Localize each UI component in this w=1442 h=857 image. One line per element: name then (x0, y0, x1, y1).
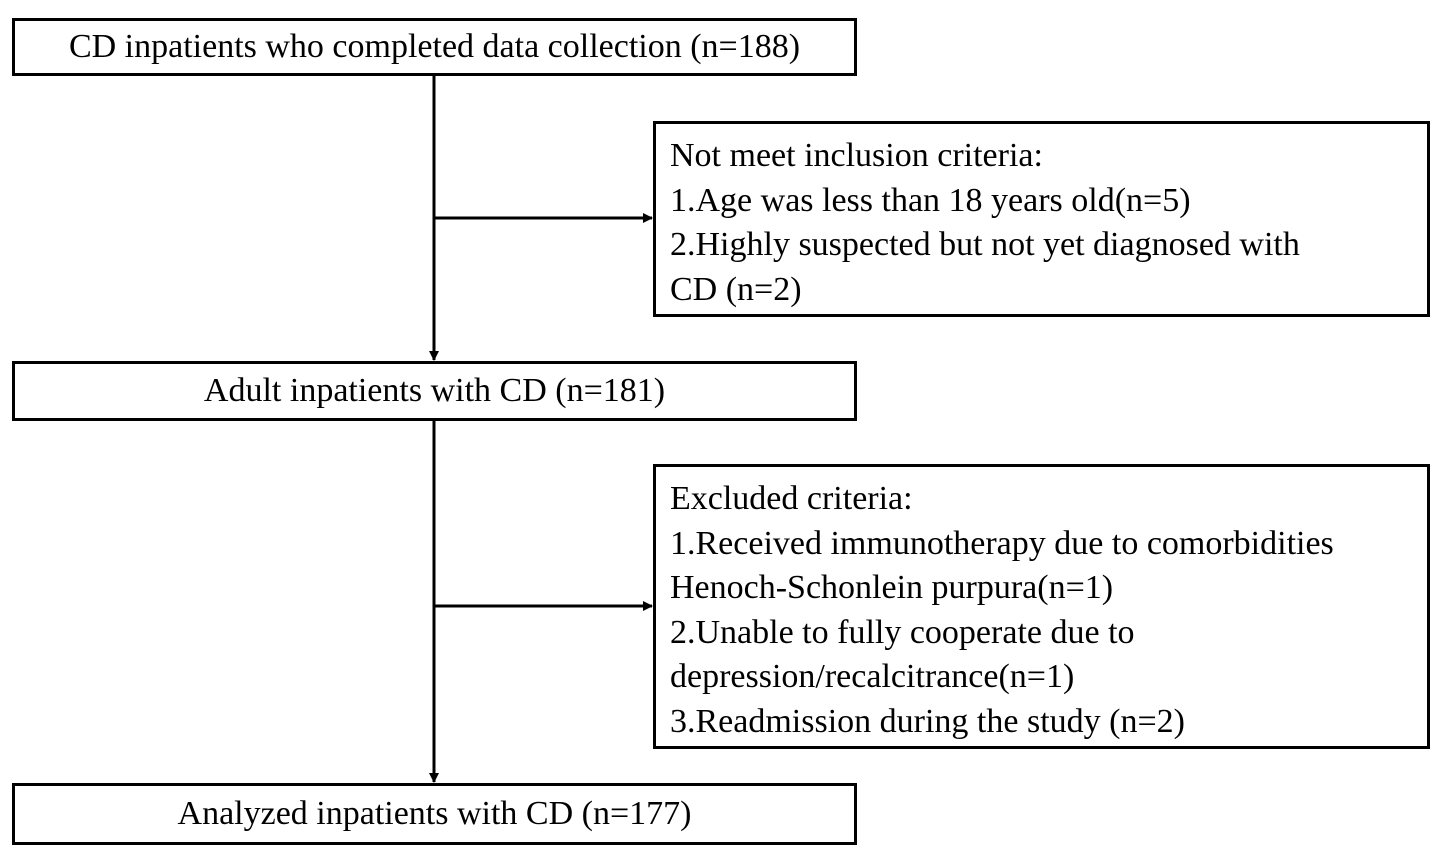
inclusion-line: 2.Highly suspected but not yet diagnosed… (670, 226, 1300, 263)
step1-label: CD inpatients who completed data collect… (68, 28, 801, 65)
inclusion-criteria-box: Not meet inclusion criteria: 1.Age was l… (653, 121, 1430, 317)
step2-box: Adult inpatients with CD (n=181) (12, 361, 857, 421)
step3-label: Analyzed inpatients with CD (n=177) (177, 795, 692, 832)
exclusion-line: 2.Unable to fully cooperate due to (670, 613, 1135, 651)
inclusion-line: Not meet inclusion criteria: (670, 137, 1043, 174)
step3-box: Analyzed inpatients with CD (n=177) (12, 783, 857, 845)
exclusion-line: Henoch-Schonlein purpura(n=1) (670, 569, 1114, 606)
exclusion-line: Excluded criteria: (670, 480, 913, 517)
exclusion-line: 1.Received immunotherapy due to comorbid… (670, 524, 1334, 562)
exclusion-criteria-box: Excluded criteria: 1.Received immunother… (653, 464, 1430, 749)
exclusion-line: 3.Readmission during the study (n=2) (670, 702, 1185, 740)
step2-label: Adult inpatients with CD (n=181) (203, 372, 666, 409)
inclusion-line: CD (n=2) (670, 270, 802, 308)
step1-box: CD inpatients who completed data collect… (12, 18, 857, 76)
exclusion-line: depression/recalcitrance(n=1) (670, 658, 1075, 695)
inclusion-line: 1.Age was less than 18 years old(n=5) (670, 181, 1191, 219)
